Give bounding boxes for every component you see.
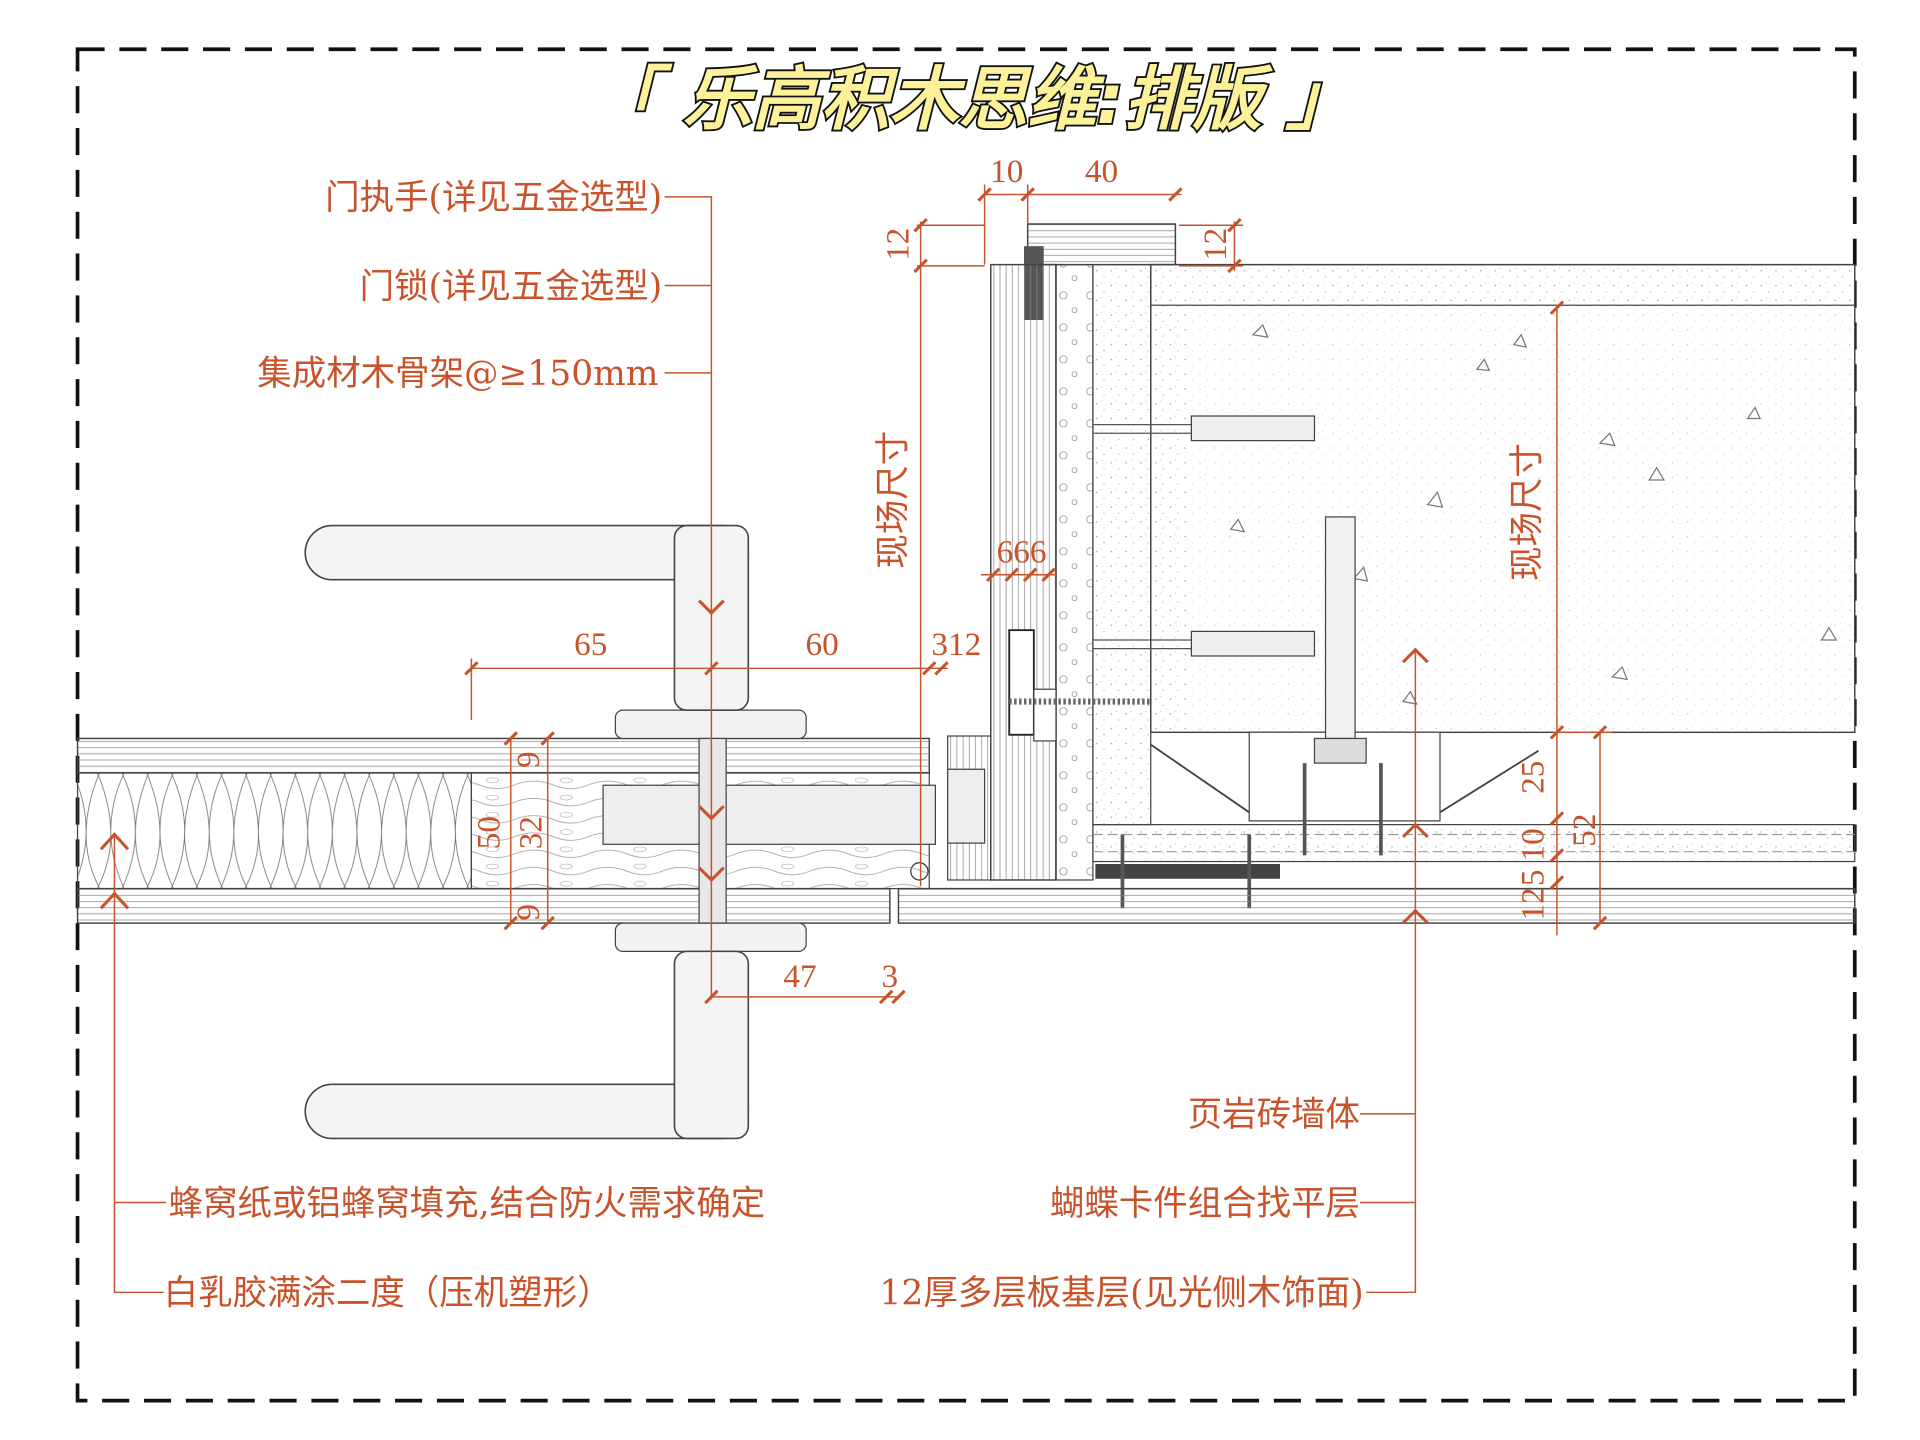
dim-40: 40 <box>1085 153 1118 190</box>
label-butterfly-clip: 蝴蝶卡件组合找平层 <box>1050 1184 1360 1224</box>
dim-10: 10 <box>990 153 1023 190</box>
dim-12-left: 12 <box>879 228 916 261</box>
dim-312: 312 <box>931 626 981 663</box>
site-dimension-right: 现场尺寸 <box>1507 443 1547 581</box>
dim-52: 52 <box>1566 814 1603 847</box>
dim-32: 32 <box>513 816 550 849</box>
dim-50: 50 <box>471 816 508 849</box>
dim-12-bottom: 12 <box>1514 887 1551 920</box>
dimension-values: 10 40 12 12 666 65 60 312 9 32 50 9 47 3… <box>471 153 1603 995</box>
dim-65: 65 <box>574 626 607 663</box>
label-honeycomb-fill: 蜂窝纸或铝蜂窝填充,结合防火需求确定 <box>169 1184 766 1224</box>
dim-9-bottom: 9 <box>510 904 547 921</box>
dim-3: 3 <box>882 958 899 995</box>
door-frame <box>910 263 1152 881</box>
plywood-base-layer <box>897 887 1856 924</box>
dim-12-right: 12 <box>1197 228 1234 261</box>
door-lock <box>602 784 936 845</box>
label-wood-frame: 集成材木骨架@≥150mm <box>257 354 658 394</box>
brick-wall <box>1150 263 1856 734</box>
label-plywood-base: 12厚多层板基层(见光侧木饰面) <box>880 1274 1364 1314</box>
dim-60: 60 <box>806 626 839 663</box>
door-handle <box>304 524 807 1140</box>
label-white-glue: 白乳胶满涂二度（压机塑形） <box>164 1274 612 1314</box>
label-shale-brick-wall: 页岩砖墙体 <box>1188 1095 1360 1135</box>
butterfly-clip-leveling-layer <box>1092 415 1856 909</box>
dim-666: 666 <box>997 533 1047 570</box>
dim-10-right: 10 <box>1514 828 1551 861</box>
site-dimension-left: 现场尺寸 <box>874 431 914 569</box>
dim-9-top: 9 <box>510 751 547 768</box>
dimension-lines <box>464 184 1613 1005</box>
dim-25: 25 <box>1514 761 1551 794</box>
label-door-handle: 门执手(详见五金选型) <box>325 178 662 218</box>
dim-47: 47 <box>783 958 816 995</box>
dim-5: 5 <box>1514 870 1551 887</box>
leader-lines <box>99 196 1429 1294</box>
title: 「 乐高积木思维:排版 」 <box>590 60 1355 140</box>
label-door-lock: 门锁(详见五金选型) <box>360 267 663 307</box>
